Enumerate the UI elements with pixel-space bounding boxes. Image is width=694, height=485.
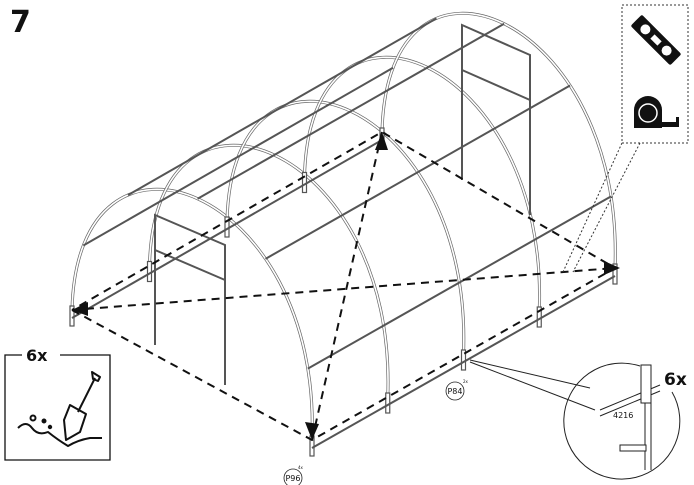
arch-hoop-highlight [303, 56, 541, 312]
part-label-p96: P96 4x [283, 465, 304, 485]
back-door-rail [461, 69, 531, 101]
arch-hoop [148, 143, 390, 398]
svg-text:4x: 4x [298, 465, 304, 470]
svg-text:2x: 2x [463, 379, 469, 384]
arch-hoop-highlight [71, 188, 313, 441]
detail-quantity: 6x [664, 370, 687, 390]
purlin-bar [127, 17, 437, 196]
back-door-frame [461, 23, 531, 215]
purlin-bar [197, 22, 505, 200]
spirit-level-icon [631, 15, 681, 65]
purlin-bar [307, 195, 612, 370]
tape-measure-icon [634, 96, 679, 128]
shovel-digging-icon [17, 371, 102, 447]
purlin-bar [265, 84, 571, 260]
arch-hoop-highlight [226, 100, 465, 355]
arch-hoop-highlight [148, 144, 389, 398]
part-number: 4216 [613, 411, 633, 420]
arch-hoop [380, 11, 617, 269]
svg-text:P84: P84 [447, 387, 462, 396]
base-rail [71, 139, 383, 319]
arch-hoop [303, 55, 541, 312]
purlin-bar [82, 66, 394, 247]
anchor-quantity: 6x [26, 346, 48, 365]
detail-callout [469, 359, 681, 480]
svg-text:P96: P96 [285, 474, 300, 483]
step-number: 7 [10, 5, 31, 40]
arrow-icons [72, 132, 620, 440]
arch-hoop [70, 187, 314, 441]
arch-hoop-highlight [381, 12, 616, 269]
ground-anchor-post [385, 392, 391, 414]
tools-box [562, 4, 689, 273]
arch-hoop [225, 99, 466, 355]
part-label-p84: P84 2x [445, 379, 469, 401]
greenhouse-frame [69, 11, 618, 457]
base-rail [311, 275, 616, 449]
measurement-lines [71, 130, 618, 442]
front-door-frame [154, 213, 226, 385]
ground-anchor-post [612, 263, 618, 285]
ground-anchor-post [146, 260, 153, 283]
anchor-box [4, 354, 111, 461]
